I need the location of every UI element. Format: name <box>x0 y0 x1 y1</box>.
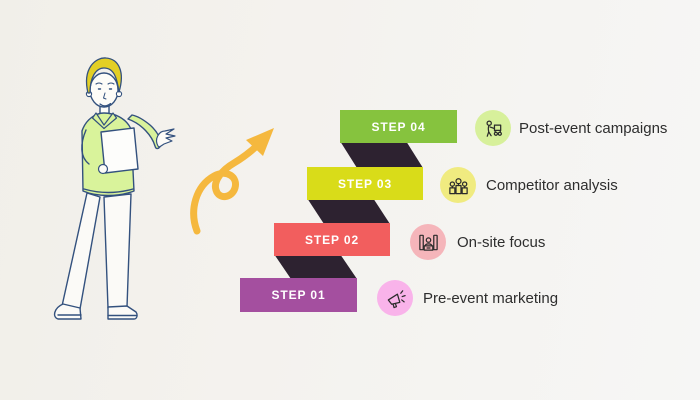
open-hand <box>155 128 176 148</box>
left-eyebrow <box>95 82 103 85</box>
step-4-description: Post-event campaigns <box>519 119 668 137</box>
step-2-description: On-site focus <box>457 233 546 251</box>
presenter-illustration <box>53 57 176 320</box>
step-4-icon-circle <box>475 110 511 146</box>
event-booth-icon <box>418 234 438 251</box>
left-hand <box>97 163 109 175</box>
right-eyebrow <box>107 82 115 85</box>
step-1-bar: STEP 01 <box>240 278 357 312</box>
megaphone-icon <box>387 289 406 308</box>
connector-2-3 <box>307 198 390 224</box>
step-1-icon-circle <box>377 280 413 316</box>
step-2-bar: STEP 02 <box>274 223 390 256</box>
left-leg <box>61 192 101 310</box>
staircase-connectors <box>274 141 423 279</box>
nose <box>103 92 107 100</box>
step-1-label: STEP 01 <box>271 288 326 302</box>
step-4-label: STEP 04 <box>371 119 426 134</box>
step-2-label: STEP 02 <box>304 232 360 247</box>
step-3-label: STEP 03 <box>337 176 393 191</box>
connector-3-4 <box>340 141 423 168</box>
curved-arrow-icon <box>190 128 274 235</box>
connector-1-2 <box>274 254 357 279</box>
mouth <box>99 102 112 107</box>
collar <box>91 112 118 130</box>
hair <box>85 57 122 94</box>
step-2-icon-circle <box>410 224 446 260</box>
step-3-bar: STEP 03 <box>307 167 423 200</box>
step-3-description: Competitor analysis <box>486 176 618 194</box>
left-arm-line <box>81 129 90 165</box>
waist-hem <box>83 188 134 194</box>
right-shoe <box>107 305 138 320</box>
clipboard <box>100 127 139 174</box>
delivery-cart-icon <box>485 119 502 137</box>
step-4-bar: STEP 04 <box>340 110 457 143</box>
face <box>89 72 119 108</box>
podium-ranking-icon <box>448 177 468 194</box>
step-3-icon-circle <box>440 167 476 203</box>
step-1-description: Pre-event marketing <box>423 289 559 307</box>
right-leg <box>103 193 132 309</box>
